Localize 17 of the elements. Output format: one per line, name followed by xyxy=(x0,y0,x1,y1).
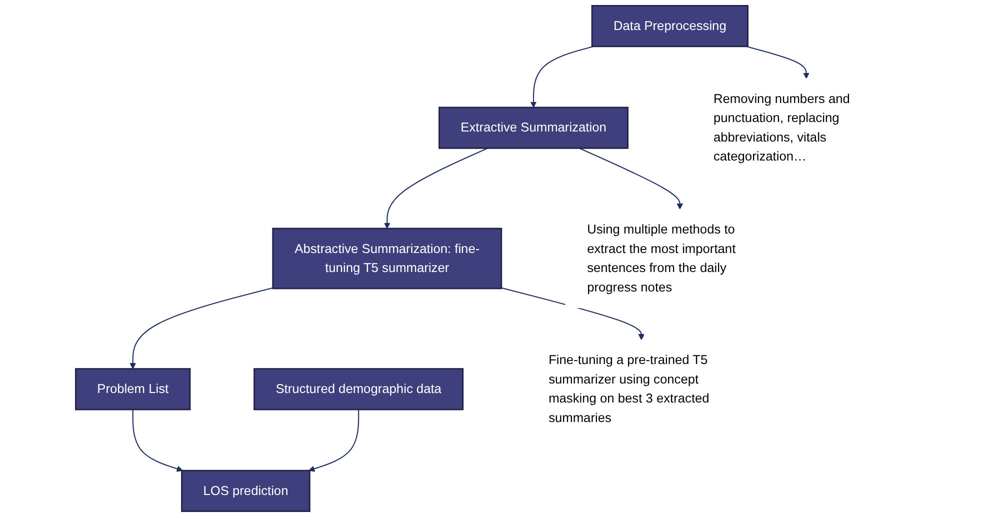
arrow xyxy=(132,410,184,472)
node-box xyxy=(272,228,502,290)
arrow xyxy=(308,410,360,472)
node-box xyxy=(438,106,629,149)
node-text: Fine-tuning a pre-trained T5 summarizer using concept masking on best 3 extracted summaries xyxy=(548,352,710,425)
arrow xyxy=(530,46,594,108)
arrow xyxy=(579,148,684,210)
arrow xyxy=(502,287,645,340)
node-box xyxy=(75,368,192,410)
arrow xyxy=(746,46,810,79)
node-text: Using multiple methods to extract the most important sentences from the daily progress notes xyxy=(587,222,736,294)
node-box xyxy=(181,470,311,512)
arrow xyxy=(384,148,488,229)
arrow xyxy=(130,287,274,370)
node-box xyxy=(254,368,464,410)
node-text: Removing numbers and punctuation, replacing abbreviations, vitals categorization… xyxy=(714,91,850,164)
node-box xyxy=(592,5,749,48)
